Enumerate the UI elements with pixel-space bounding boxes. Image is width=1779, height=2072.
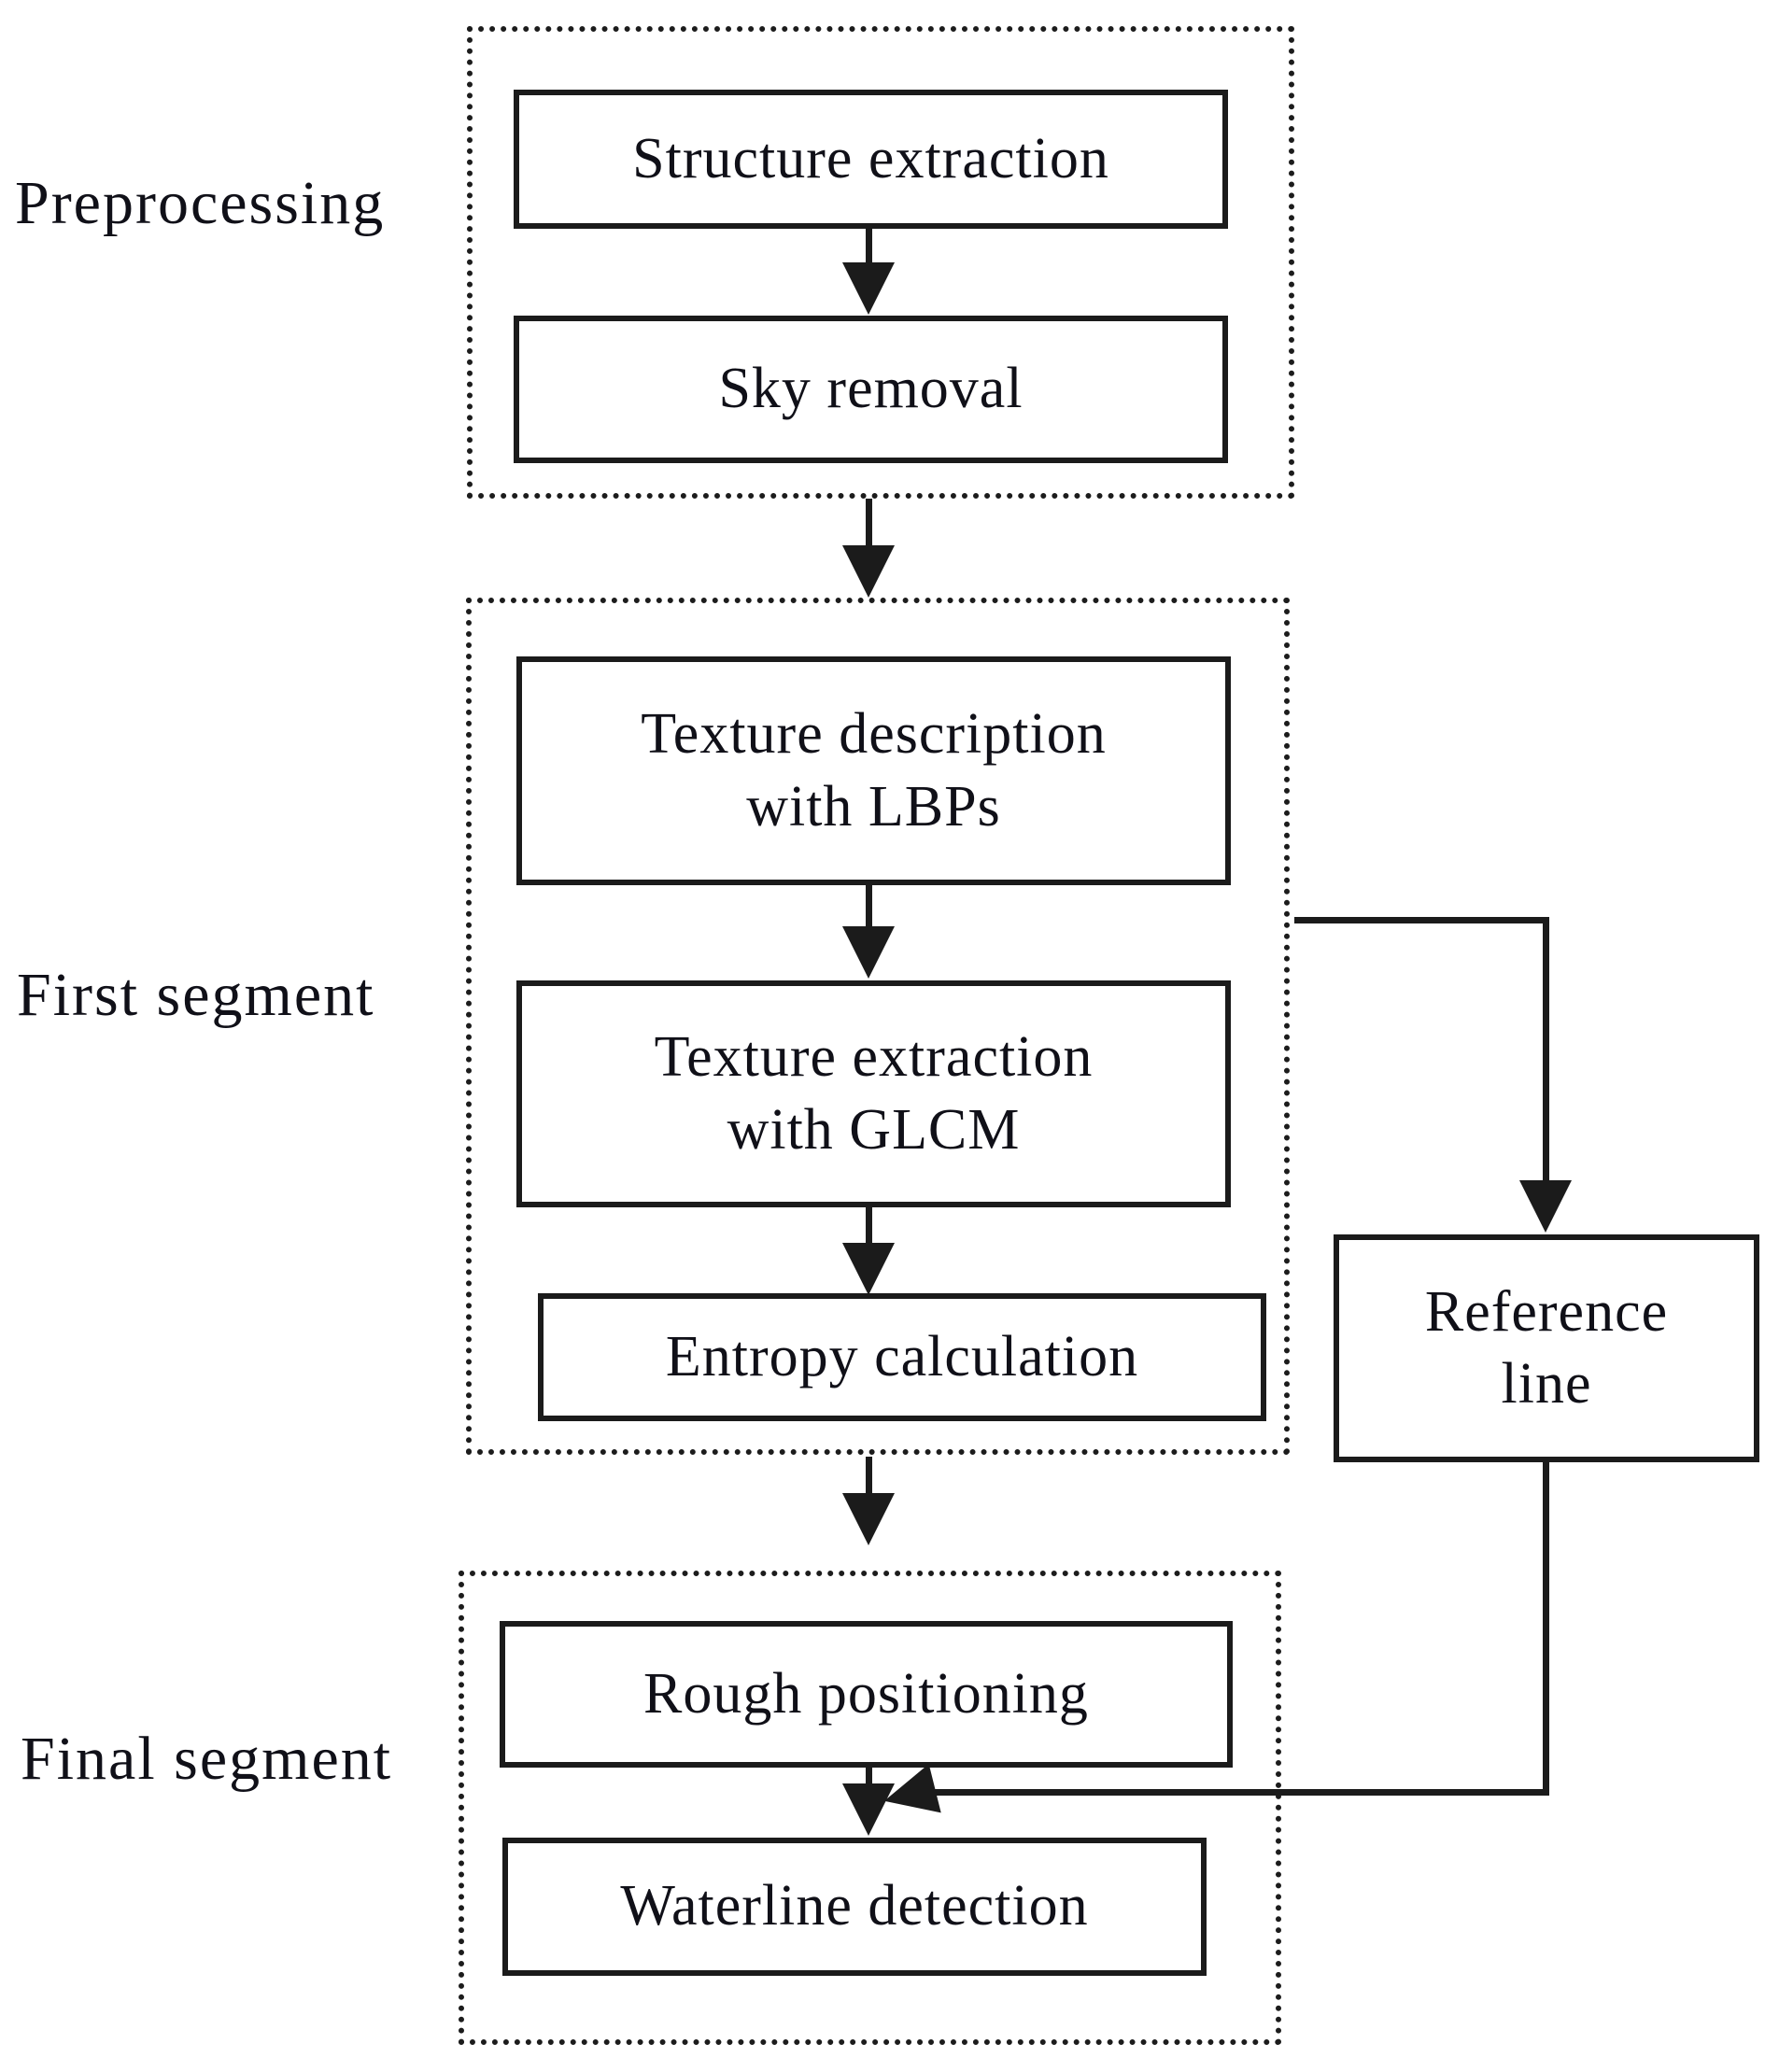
node-entropy-calculation: Entropy calculation: [538, 1293, 1266, 1421]
edge-reference-to-waterline-vline: [1543, 1462, 1549, 1796]
edge-first-to-reference-vline: [1543, 917, 1549, 1184]
node-waterline-detection: Waterline detection: [502, 1838, 1207, 1976]
edge-first-to-reference-arrowhead-icon: [1519, 1180, 1572, 1233]
edge-rough-to-waterline-arrowhead-icon: [842, 1783, 895, 1836]
first-segment-group-border: [466, 598, 1290, 1455]
edge-first-to-final-arrowhead-icon: [842, 1493, 895, 1545]
edge-extraction-to-entropy-arrowhead-icon: [842, 1243, 895, 1295]
stage-label-final-segment: Final segment: [21, 1725, 393, 1793]
edge-first-to-final-line: [866, 1457, 872, 1499]
edge-description-to-extraction-arrowhead-icon: [842, 926, 895, 979]
edge-description-to-extraction-line: [866, 885, 872, 932]
final-segment-group-border: [459, 1571, 1281, 2045]
node-reference-line: Reference line: [1334, 1234, 1759, 1462]
node-texture-description: Texture description with LBPs: [516, 656, 1231, 885]
node-rough-positioning: Rough positioning: [500, 1621, 1233, 1768]
edge-first-to-reference-hline: [1294, 917, 1546, 923]
node-structure-extraction: Structure extraction: [514, 90, 1228, 229]
preprocessing-group-border: [467, 26, 1294, 499]
edge-preprocessing-to-first-arrowhead-icon: [842, 545, 895, 598]
stage-label-preprocessing: Preprocessing: [15, 169, 386, 237]
edge-extraction-to-entropy-line: [866, 1207, 872, 1250]
node-texture-extraction: Texture extraction with GLCM: [516, 980, 1231, 1207]
edge-structure-to-sky-arrowhead-icon: [842, 262, 895, 315]
node-sky-removal: Sky removal: [514, 316, 1228, 463]
edge-preprocessing-to-first-line: [866, 499, 872, 555]
edge-reference-to-waterline-hline: [932, 1789, 1549, 1796]
edge-rough-to-waterline-line: [866, 1768, 872, 1794]
stage-label-first-segment: First segment: [17, 961, 375, 1029]
edge-structure-to-sky-line: [866, 229, 872, 271]
